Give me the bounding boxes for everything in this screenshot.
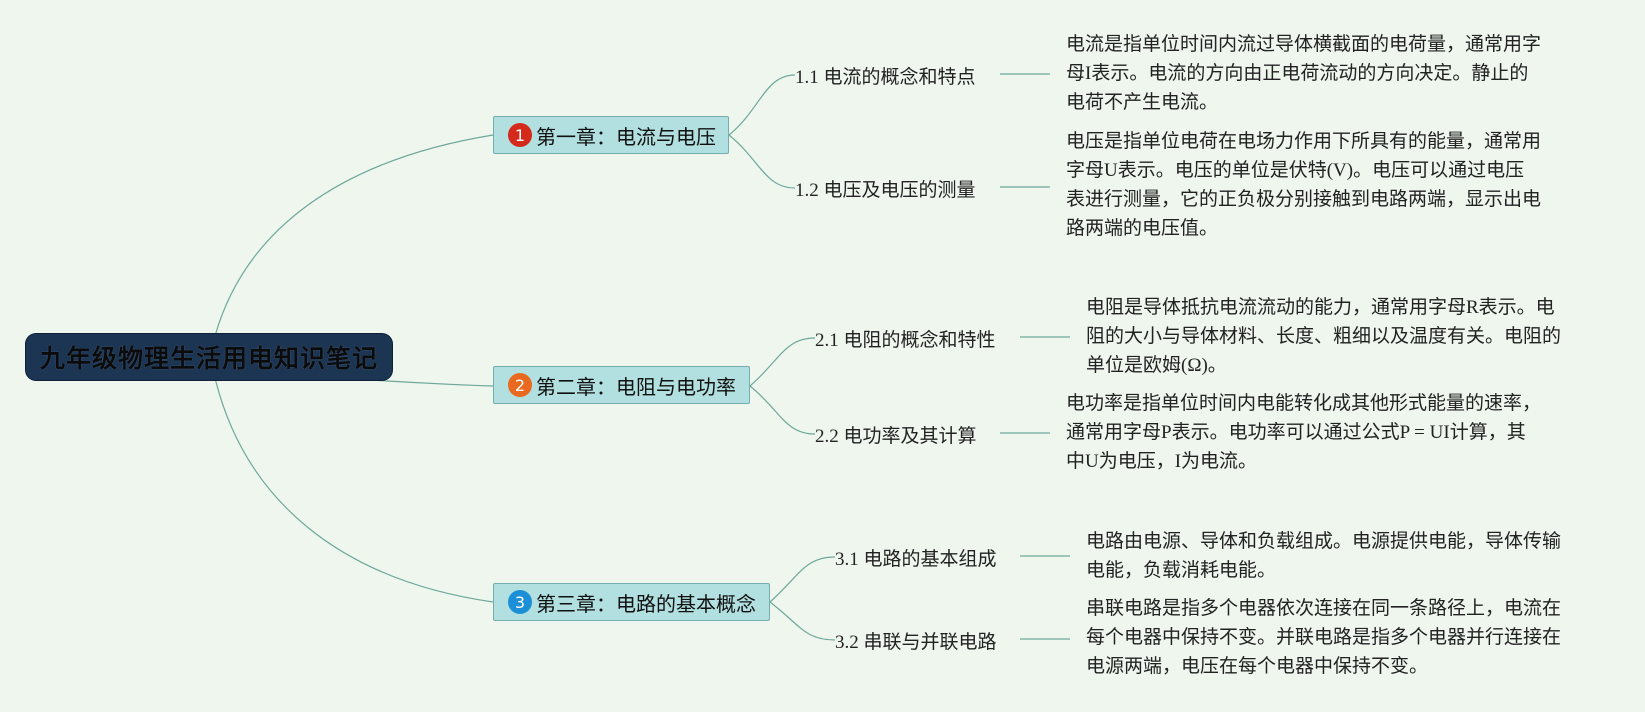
section-1-2-description: 电压是指单位电荷在电场力作用下所具有的能量，通常用 字母U表示。电压的单位是伏特… bbox=[1066, 127, 1586, 243]
section-2-2-description: 电功率是指单位时间内电能转化成其他形式能量的速率， 通常用字母P表示。电功率可以… bbox=[1066, 389, 1586, 476]
description-line: 电功率是指单位时间内电能转化成其他形式能量的速率， bbox=[1066, 393, 1542, 414]
description-line: 中U为电压，I为电流。 bbox=[1066, 451, 1258, 472]
chapter-1-title: 第一章：电流与电压 bbox=[536, 124, 716, 149]
chapter-1-node[interactable]: 1 第一章：电流与电压 bbox=[493, 116, 729, 154]
description-line: 每个电器中保持不变。并联电路是指多个电器并行连接在 bbox=[1086, 627, 1562, 648]
description-line: 路两端的电压值。 bbox=[1066, 218, 1219, 239]
chapter-2-number-badge: 2 bbox=[508, 373, 532, 397]
description-line: 电阻是导体抵抗电流流动的能力，通常用字母R表示。电 bbox=[1086, 297, 1555, 318]
description-line: 电压是指单位电荷在电场力作用下所具有的能量，通常用 bbox=[1066, 131, 1542, 152]
section-3-1-node[interactable]: 3.1 电路的基本组成 bbox=[835, 549, 997, 570]
description-line: 电源两端，电压在每个电器中保持不变。 bbox=[1086, 656, 1429, 677]
description-line: 电荷不产生电流。 bbox=[1066, 92, 1219, 113]
section-1-2-node[interactable]: 1.2 电压及电压的测量 bbox=[795, 180, 976, 201]
chapter-3-title: 第三章：电路的基本概念 bbox=[536, 591, 756, 616]
root-to-chapter-3-line bbox=[214, 377, 494, 603]
description-line: 字母U表示。电压的单位是伏特(V)。电压可以通过电压 bbox=[1066, 160, 1525, 181]
section-2-2-node[interactable]: 2.2 电功率及其计算 bbox=[815, 426, 977, 447]
section-3-1-description: 电路由电源、导体和负载组成。电源提供电能，导体传输 电能，负载消耗电能。 bbox=[1086, 527, 1606, 585]
chapter-3-to-section-2-line bbox=[769, 601, 836, 641]
root-topic[interactable]: 九年级物理生活用电知识笔记 bbox=[26, 334, 392, 380]
section-3-2-node[interactable]: 3.2 串联与并联电路 bbox=[835, 632, 997, 653]
chapter-1-to-section-2-line bbox=[728, 134, 796, 189]
description-line: 母I表示。电流的方向由正电荷流动的方向决定。静止的 bbox=[1066, 63, 1529, 84]
description-line: 单位是欧姆(Ω)。 bbox=[1086, 355, 1227, 376]
chapter-3-number-badge: 3 bbox=[508, 590, 532, 614]
description-line: 通常用字母P表示。电功率可以通过公式P = UI计算，其 bbox=[1066, 422, 1526, 443]
chapter-3-to-section-1-line bbox=[769, 556, 836, 603]
description-line: 电能，负载消耗电能。 bbox=[1086, 560, 1277, 581]
section-1-1-description: 电流是指单位时间内流过导体横截面的电荷量，通常用字 母I表示。电流的方向由正电荷… bbox=[1066, 30, 1586, 117]
chapter-2-node[interactable]: 2 第二章：电阻与电功率 bbox=[493, 366, 750, 404]
description-line: 串联电路是指多个电器依次连接在同一条路径上，电流在 bbox=[1086, 598, 1562, 619]
section-2-1-description: 电阻是导体抵抗电流流动的能力，通常用字母R表示。电 阻的大小与导体材料、长度、粗… bbox=[1086, 293, 1606, 380]
root-title: 九年级物理生活用电知识笔记 bbox=[39, 344, 378, 373]
chapter-2-to-section-2-line bbox=[749, 385, 816, 435]
description-line: 阻的大小与导体材料、长度、粗细以及温度有关。电阻的 bbox=[1086, 326, 1562, 347]
description-line: 电路由电源、导体和负载组成。电源提供电能，导体传输 bbox=[1086, 531, 1562, 552]
root-to-chapter-1-line bbox=[214, 134, 494, 337]
section-1-1-node[interactable]: 1.1 电流的概念和特点 bbox=[795, 67, 976, 88]
description-line: 电流是指单位时间内流过导体横截面的电荷量，通常用字 bbox=[1066, 34, 1542, 55]
description-line: 表进行测量，它的正负极分别接触到电路两端，显示出电 bbox=[1066, 189, 1542, 210]
chapter-1-number-badge: 1 bbox=[508, 123, 532, 147]
section-2-1-node[interactable]: 2.1 电阻的概念和特性 bbox=[815, 330, 996, 351]
chapter-2-title: 第二章：电阻与电功率 bbox=[536, 374, 736, 399]
chapter-2-to-section-1-line bbox=[749, 337, 816, 387]
section-3-2-description: 串联电路是指多个电器依次连接在同一条路径上，电流在 每个电器中保持不变。并联电路… bbox=[1086, 594, 1606, 681]
root-to-chapter-2-line bbox=[369, 379, 494, 387]
chapter-3-node[interactable]: 3 第三章：电路的基本概念 bbox=[493, 583, 770, 621]
chapter-1-to-section-1-line bbox=[728, 74, 796, 136]
